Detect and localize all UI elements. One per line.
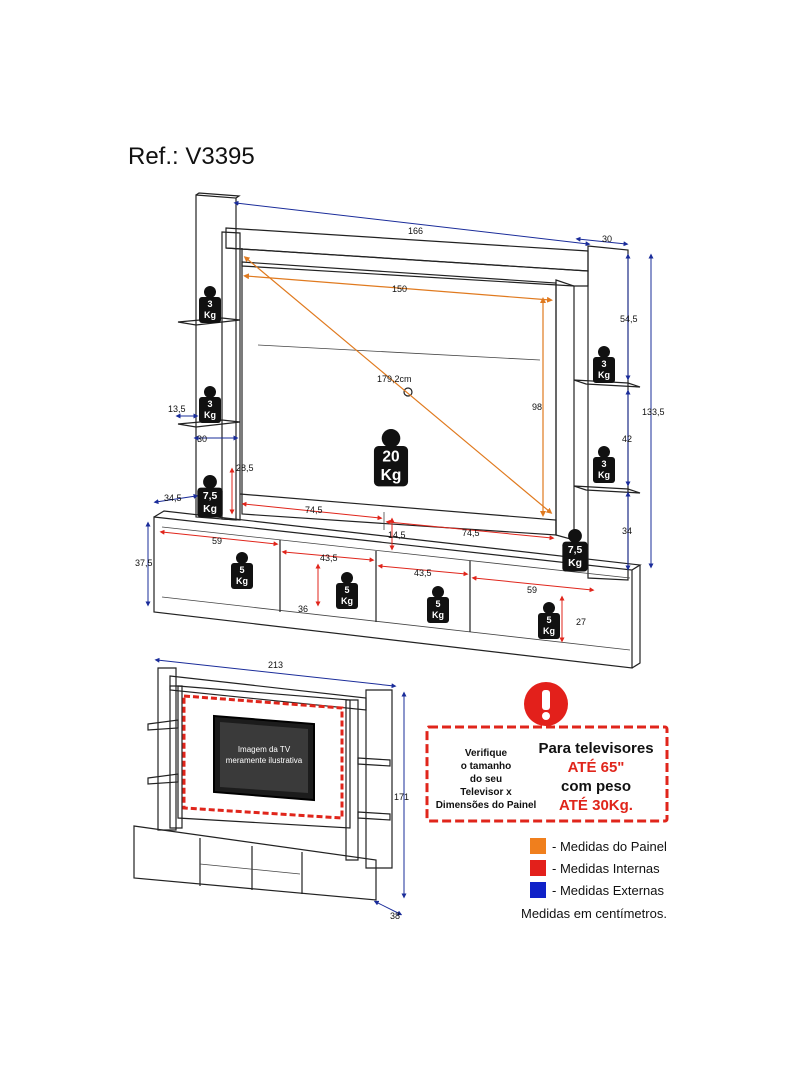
notice-size: ATÉ 65" (568, 759, 625, 776)
svg-text:Kg: Kg (432, 610, 444, 620)
dim-small-width: 213 (268, 660, 283, 670)
dim-width-top: 166 (408, 226, 423, 236)
legend-item-external: - Medidas Externas (552, 883, 664, 898)
legend: - Medidas do Painel - Medidas Internas -… (521, 838, 667, 921)
legend-item-internal: - Medidas Internas (552, 861, 660, 876)
dim-lower-right-width: 74,5 (462, 528, 480, 538)
weight-icon: 20 Kg (373, 429, 409, 487)
dim-niche-2: 43,5 (320, 553, 338, 563)
weight-icon: 7,5 Kg (562, 529, 588, 572)
svg-text:Kg: Kg (598, 370, 610, 380)
dim-panel-height: 98 (532, 402, 542, 412)
dim-right-low: 34 (622, 526, 632, 536)
svg-text:Kg: Kg (381, 467, 402, 484)
dim-base-height: 37,5 (135, 558, 153, 568)
svg-text:Kg: Kg (543, 626, 555, 636)
dim-panel-diagonal: 179,2cm (377, 374, 412, 384)
notice-left-line-1: Verifique (465, 748, 508, 759)
legend-footer: Medidas em centímetros. (521, 906, 667, 921)
dim-lower-left-width: 74,5 (305, 505, 323, 515)
dim-left-base-offset: 34,5 (164, 493, 182, 503)
dim-niche-1: 59 (212, 536, 222, 546)
reference-label: Ref.: V3395 (128, 143, 255, 170)
svg-text:Kg: Kg (204, 410, 216, 420)
svg-text:7,5: 7,5 (203, 491, 218, 502)
svg-text:5: 5 (239, 565, 244, 575)
weight-icon: 3 Kg (199, 286, 221, 323)
dim-small-height: 171 (394, 792, 409, 802)
dim-niche-2-height: 36 (298, 604, 308, 614)
weight-badges: 3 Kg 3 Kg 3 Kg 3 Kg 20 Kg 7,5 Kg (197, 286, 615, 639)
dim-niche-4: 59 (527, 585, 537, 595)
dim-left-low-offset: 28,5 (236, 463, 254, 473)
svg-text:3: 3 (207, 299, 212, 309)
legend-swatch-external (530, 882, 546, 898)
dim-niche-4-height: 27 (576, 617, 586, 627)
panel-dimensions: 150 179,2cm 98 (243, 256, 553, 517)
notice-headline: Para televisores (538, 740, 653, 757)
weight-icon: 3 Kg (593, 346, 615, 383)
dim-left-shelf-width: 30 (197, 434, 207, 444)
legend-item-panel: - Medidas do Painel (552, 839, 667, 854)
svg-text:20: 20 (382, 449, 399, 466)
svg-text:3: 3 (207, 399, 212, 409)
svg-text:5: 5 (546, 615, 551, 625)
main-unit-drawing (153, 192, 642, 669)
weight-icon: 7,5 Kg (197, 475, 223, 518)
svg-text:Kg: Kg (203, 504, 217, 515)
svg-text:5: 5 (435, 599, 440, 609)
weight-icon: 5 Kg (538, 602, 560, 639)
notice-left-line-5: Dimensões do Painel (436, 800, 537, 811)
svg-text:Kg: Kg (598, 470, 610, 480)
weight-icon: 5 Kg (336, 572, 358, 609)
notice-weight: ATÉ 30Kg. (559, 797, 633, 814)
dim-lower-gap: 14,5 (388, 530, 406, 540)
svg-text:3: 3 (601, 459, 606, 469)
svg-text:Kg: Kg (568, 558, 582, 569)
legend-swatch-panel (530, 838, 546, 854)
svg-text:3: 3 (601, 359, 606, 369)
notice-left-line-2: o tamanho (461, 761, 512, 772)
svg-text:7,5: 7,5 (568, 545, 583, 556)
weight-icon: 5 Kg (231, 552, 253, 589)
svg-text:5: 5 (344, 585, 349, 595)
small-unit-drawing: 213 171 38 Imagem da TV meramente ilustr… (133, 657, 409, 921)
svg-text:Kg: Kg (341, 596, 353, 606)
external-dimensions: 166 30 54,5 133,5 42 34 13,5 30 34,5 37,… (135, 200, 665, 607)
dim-left-shelf-depth: 13,5 (168, 404, 186, 414)
svg-text:Kg: Kg (204, 310, 216, 320)
weight-icon: 3 Kg (593, 446, 615, 483)
weight-icon: 5 Kg (427, 586, 449, 623)
weight-icon: 3 Kg (199, 386, 221, 423)
tv-notice: Verifique o tamanho do seu Televisor x D… (425, 682, 669, 823)
svg-text:Kg: Kg (236, 576, 248, 586)
dim-side-depth: 30 (602, 234, 612, 244)
dim-panel-width: 150 (392, 284, 407, 294)
dim-small-depth: 38 (390, 911, 400, 921)
tv-caption-line-2: meramente ilustrativa (226, 756, 303, 765)
legend-swatch-internal (530, 860, 546, 876)
dim-right-top: 54,5 (620, 314, 638, 324)
notice-weight-label: com peso (561, 778, 631, 795)
tv-caption-line-1: Imagem da TV (238, 745, 291, 754)
notice-left-line-3: do seu (470, 774, 502, 785)
dim-right-total: 133,5 (642, 407, 665, 417)
dim-niche-3: 43,5 (414, 568, 432, 578)
notice-left-line-4: Televisor x (460, 787, 512, 798)
internal-dimensions: 28,5 74,5 74,5 14,5 59 43,5 36 43,5 59 2… (159, 463, 595, 643)
dim-right-mid: 42 (622, 434, 632, 444)
